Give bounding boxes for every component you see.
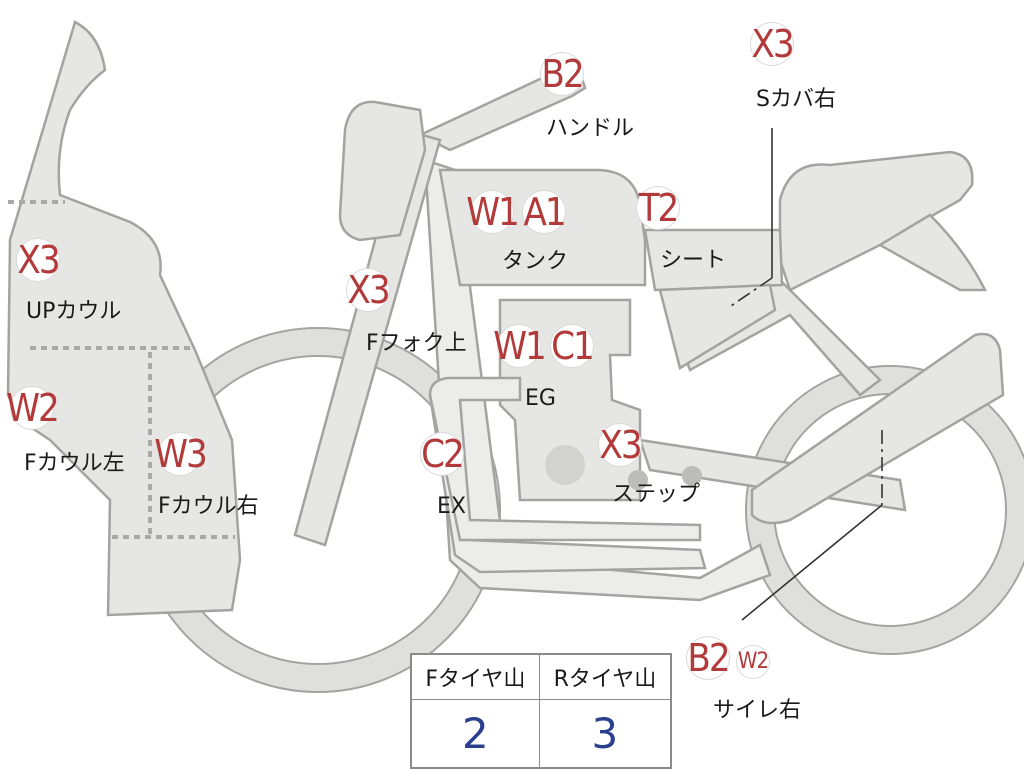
engine-cover (545, 445, 585, 485)
table-cell: 2 (410, 699, 540, 769)
table-header: Rタイヤ山 (538, 653, 672, 700)
part-label: EX (437, 494, 466, 519)
code-badge: C1 (550, 324, 595, 368)
part-label: Fカウル左 (24, 451, 125, 476)
tire-tread-table: Fタイヤ山 Rタイヤ山 2 3 (410, 653, 672, 769)
code-badge: X3 (16, 238, 61, 282)
part-label: タンク (502, 249, 569, 274)
headlight (338, 100, 427, 242)
code-badge: W1 (493, 324, 547, 368)
code-badge: B2 (540, 52, 585, 96)
part-label: UPカウル (26, 299, 122, 324)
code-badge: C2 (420, 432, 465, 476)
part-label: EG (525, 386, 556, 411)
leader-line (727, 277, 773, 309)
part-label: Sカバ右 (756, 87, 836, 112)
seat (643, 228, 784, 292)
tail-fin (877, 213, 988, 292)
code-badge: X3 (750, 22, 795, 66)
code-badge: B2 (686, 636, 731, 680)
leader-line (741, 504, 883, 621)
code-badge: X3 (346, 268, 391, 312)
part-label: Fフォク上 (366, 331, 467, 356)
code-badge: X3 (598, 423, 643, 467)
front-fork (293, 128, 442, 547)
code-badge: A1 (522, 190, 567, 234)
part-label: Fカウル右 (158, 494, 259, 519)
part-label: サイレ右 (713, 698, 802, 723)
part-label: シート (660, 248, 727, 273)
step-peg (628, 470, 648, 490)
muffler (750, 332, 1005, 525)
code-badge: W2 (6, 386, 60, 430)
table-header: Fタイヤ山 (410, 653, 540, 700)
part-label: ハンドル (546, 116, 635, 141)
code-badge: T2 (636, 186, 680, 230)
exhaust-pipe (428, 376, 702, 542)
part-label: ステップ (612, 482, 701, 507)
code-badge: W1 (466, 190, 520, 234)
code-badge: W2 (736, 645, 770, 679)
code-badge: W3 (154, 432, 208, 476)
rear-seat-cowl (778, 150, 974, 292)
table-cell: 3 (538, 699, 672, 769)
side-cover (658, 283, 777, 370)
step-peg (682, 466, 702, 486)
